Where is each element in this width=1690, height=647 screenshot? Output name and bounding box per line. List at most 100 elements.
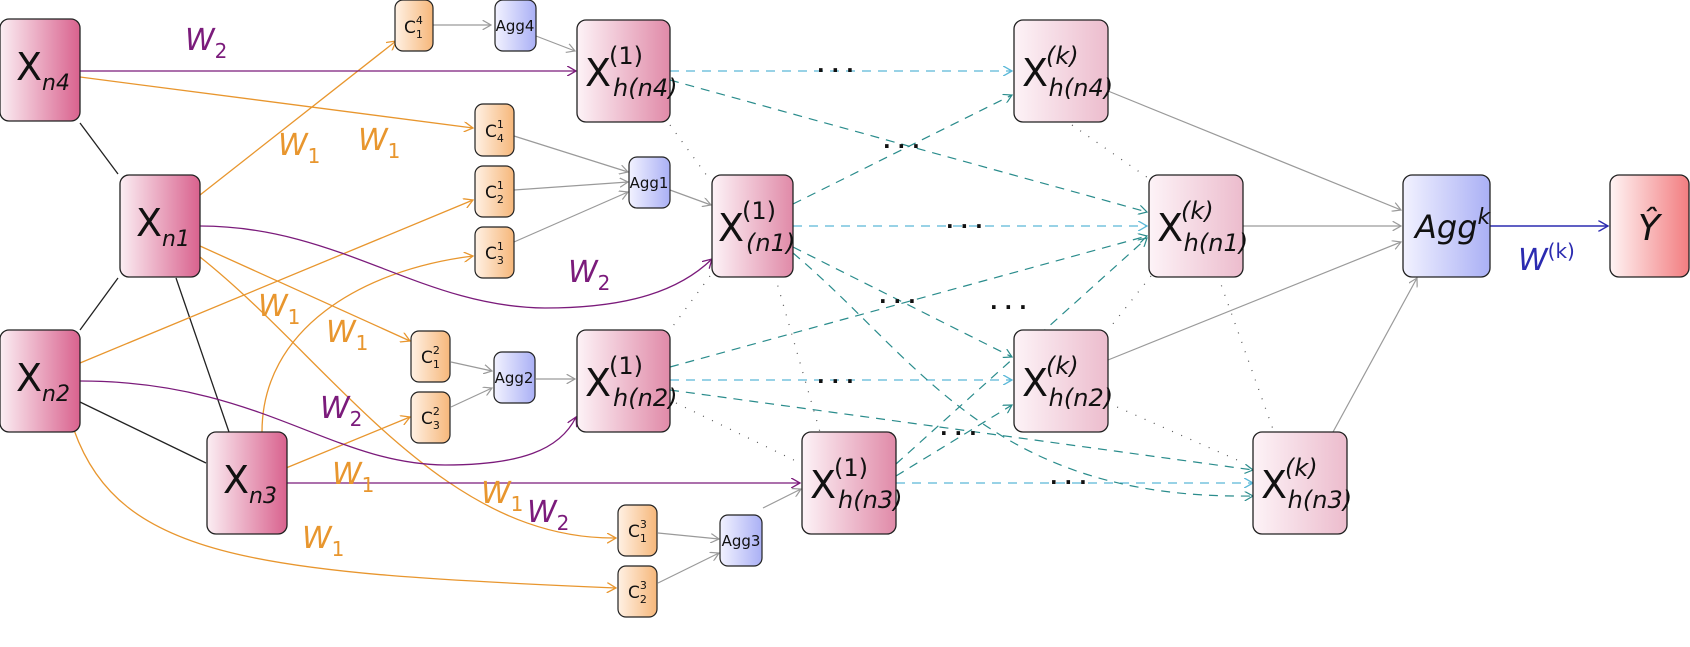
dashed-light-edges (670, 71, 1253, 483)
label-base: W (326, 315, 357, 350)
node-base: X (16, 45, 42, 89)
agg-nodes: Agg4 Agg1 Agg2 Agg3 (493, 0, 763, 567)
node-label: X(1)h(n4) (585, 42, 677, 102)
label-sub: 1 (288, 305, 301, 329)
edge-c12-agg2 (450, 361, 492, 371)
dotted-hkn1-hkn2 (1107, 275, 1152, 331)
node-base: C (485, 122, 497, 142)
w2-edges (79, 71, 800, 483)
node-agg4[interactable]: Agg4 (494, 0, 537, 52)
edge-c21-agg1 (513, 182, 628, 191)
dash-h1n1-hkn2 (792, 246, 1012, 357)
node-label: Agg3 (722, 532, 761, 550)
label-sub: 1 (308, 144, 321, 168)
node-base: C (421, 409, 433, 429)
label-w2: W2 (320, 391, 362, 431)
node-sup: (1) (609, 42, 643, 70)
label-sub: 1 (362, 473, 375, 497)
node-agg2[interactable]: Agg2 (493, 351, 536, 404)
node-sub: 1 (433, 358, 440, 371)
edge-n1-c13 (199, 256, 616, 538)
label-sub: 2 (215, 39, 228, 63)
label-base: W (1518, 243, 1549, 278)
node-agg3[interactable]: Agg3 (719, 514, 763, 567)
dotted-h1n1-h1n3 (774, 275, 821, 433)
node-h1-n1[interactable]: X(1)(n1) (711, 174, 795, 278)
node-base: C (628, 583, 640, 603)
edge-n2-c21 (79, 200, 473, 364)
node-sup: (k) (1046, 352, 1079, 380)
label-base: W (258, 289, 289, 324)
node-base: X (810, 463, 836, 507)
node-x-n1[interactable]: Xn1 (119, 174, 201, 278)
edge-hkn2-aggk (1107, 242, 1401, 361)
node-sup: 1 (497, 118, 504, 131)
edge-hkn4-aggk (1107, 90, 1401, 210)
node-hk-n4[interactable]: X(k) h(n4) (1013, 19, 1113, 123)
node-hk-n2[interactable]: X(k)h(n2) (1013, 329, 1113, 433)
node-base: X (1022, 51, 1048, 95)
ellipsis: · · · (817, 369, 854, 393)
node-y-hat[interactable]: Ŷ (1609, 174, 1690, 278)
node-sup: (k) (1046, 42, 1079, 70)
label-w2: W2 (568, 255, 610, 295)
node-agg-k[interactable]: Aggk (1402, 174, 1492, 278)
graph-edges (79, 122, 230, 464)
node-label: Agg4 (496, 17, 535, 35)
node-hk-n1[interactable]: X(k)h(n1) (1148, 174, 1248, 278)
label-w1: W1 (278, 128, 320, 168)
edge-n1-n3 (175, 277, 230, 433)
node-label: Aggk (1413, 205, 1492, 246)
node-sub: h(n1) (1184, 229, 1248, 257)
label-sub: 2 (598, 271, 611, 295)
node-base: X (585, 361, 611, 405)
dash-h1n2-hkn3 (669, 389, 1253, 470)
edge-agg3-h1n3 (762, 489, 801, 509)
dash-h1n1-hkn4 (792, 95, 1012, 205)
node-label: Agg1 (630, 174, 669, 192)
node-label: X(k) h(n4) (1022, 42, 1113, 102)
label-base: W (527, 495, 558, 530)
node-x-n4[interactable]: Xn4 (0, 18, 81, 122)
node-h1-n3[interactable]: X(1)h(n3) (801, 431, 902, 535)
node-x-n2[interactable]: Xn2 (0, 329, 81, 433)
dotted-h1n4-h1n1 (669, 124, 711, 181)
node-label: Xn1 (136, 201, 190, 252)
node-hk-n3[interactable]: X(k)h(n3) (1252, 431, 1352, 535)
dashed-teal-edges (669, 79, 1253, 496)
node-sup: (1) (609, 352, 643, 380)
node-h1-n4[interactable]: X(1)h(n4) (576, 19, 677, 123)
input-nodes: Xn4 Xn1 Xn2 Xn3 (0, 18, 288, 535)
label-base: W (358, 123, 389, 158)
label-base: W (481, 476, 512, 511)
node-sup: (1) (834, 454, 868, 482)
node-label: X(1)(n1) (718, 197, 795, 257)
node-sub: h(n4) (1049, 74, 1113, 102)
node-label: X(k)h(n2) (1022, 352, 1113, 412)
edge-n2-n3 (79, 401, 207, 464)
node-agg1[interactable]: Agg1 (628, 156, 671, 209)
node-base: C (485, 244, 497, 264)
node-base: Agg (1413, 208, 1478, 246)
label-w1: W1 (481, 476, 523, 516)
node-base: X (718, 206, 744, 250)
node-h1-n2[interactable]: X(1)h(n2) (576, 329, 677, 433)
node-label: Xn2 (16, 356, 70, 407)
dash-h1n3-hkn2 (895, 405, 1012, 477)
node-x-n3[interactable]: Xn3 (206, 431, 288, 535)
node-label: Xn3 (223, 458, 277, 509)
